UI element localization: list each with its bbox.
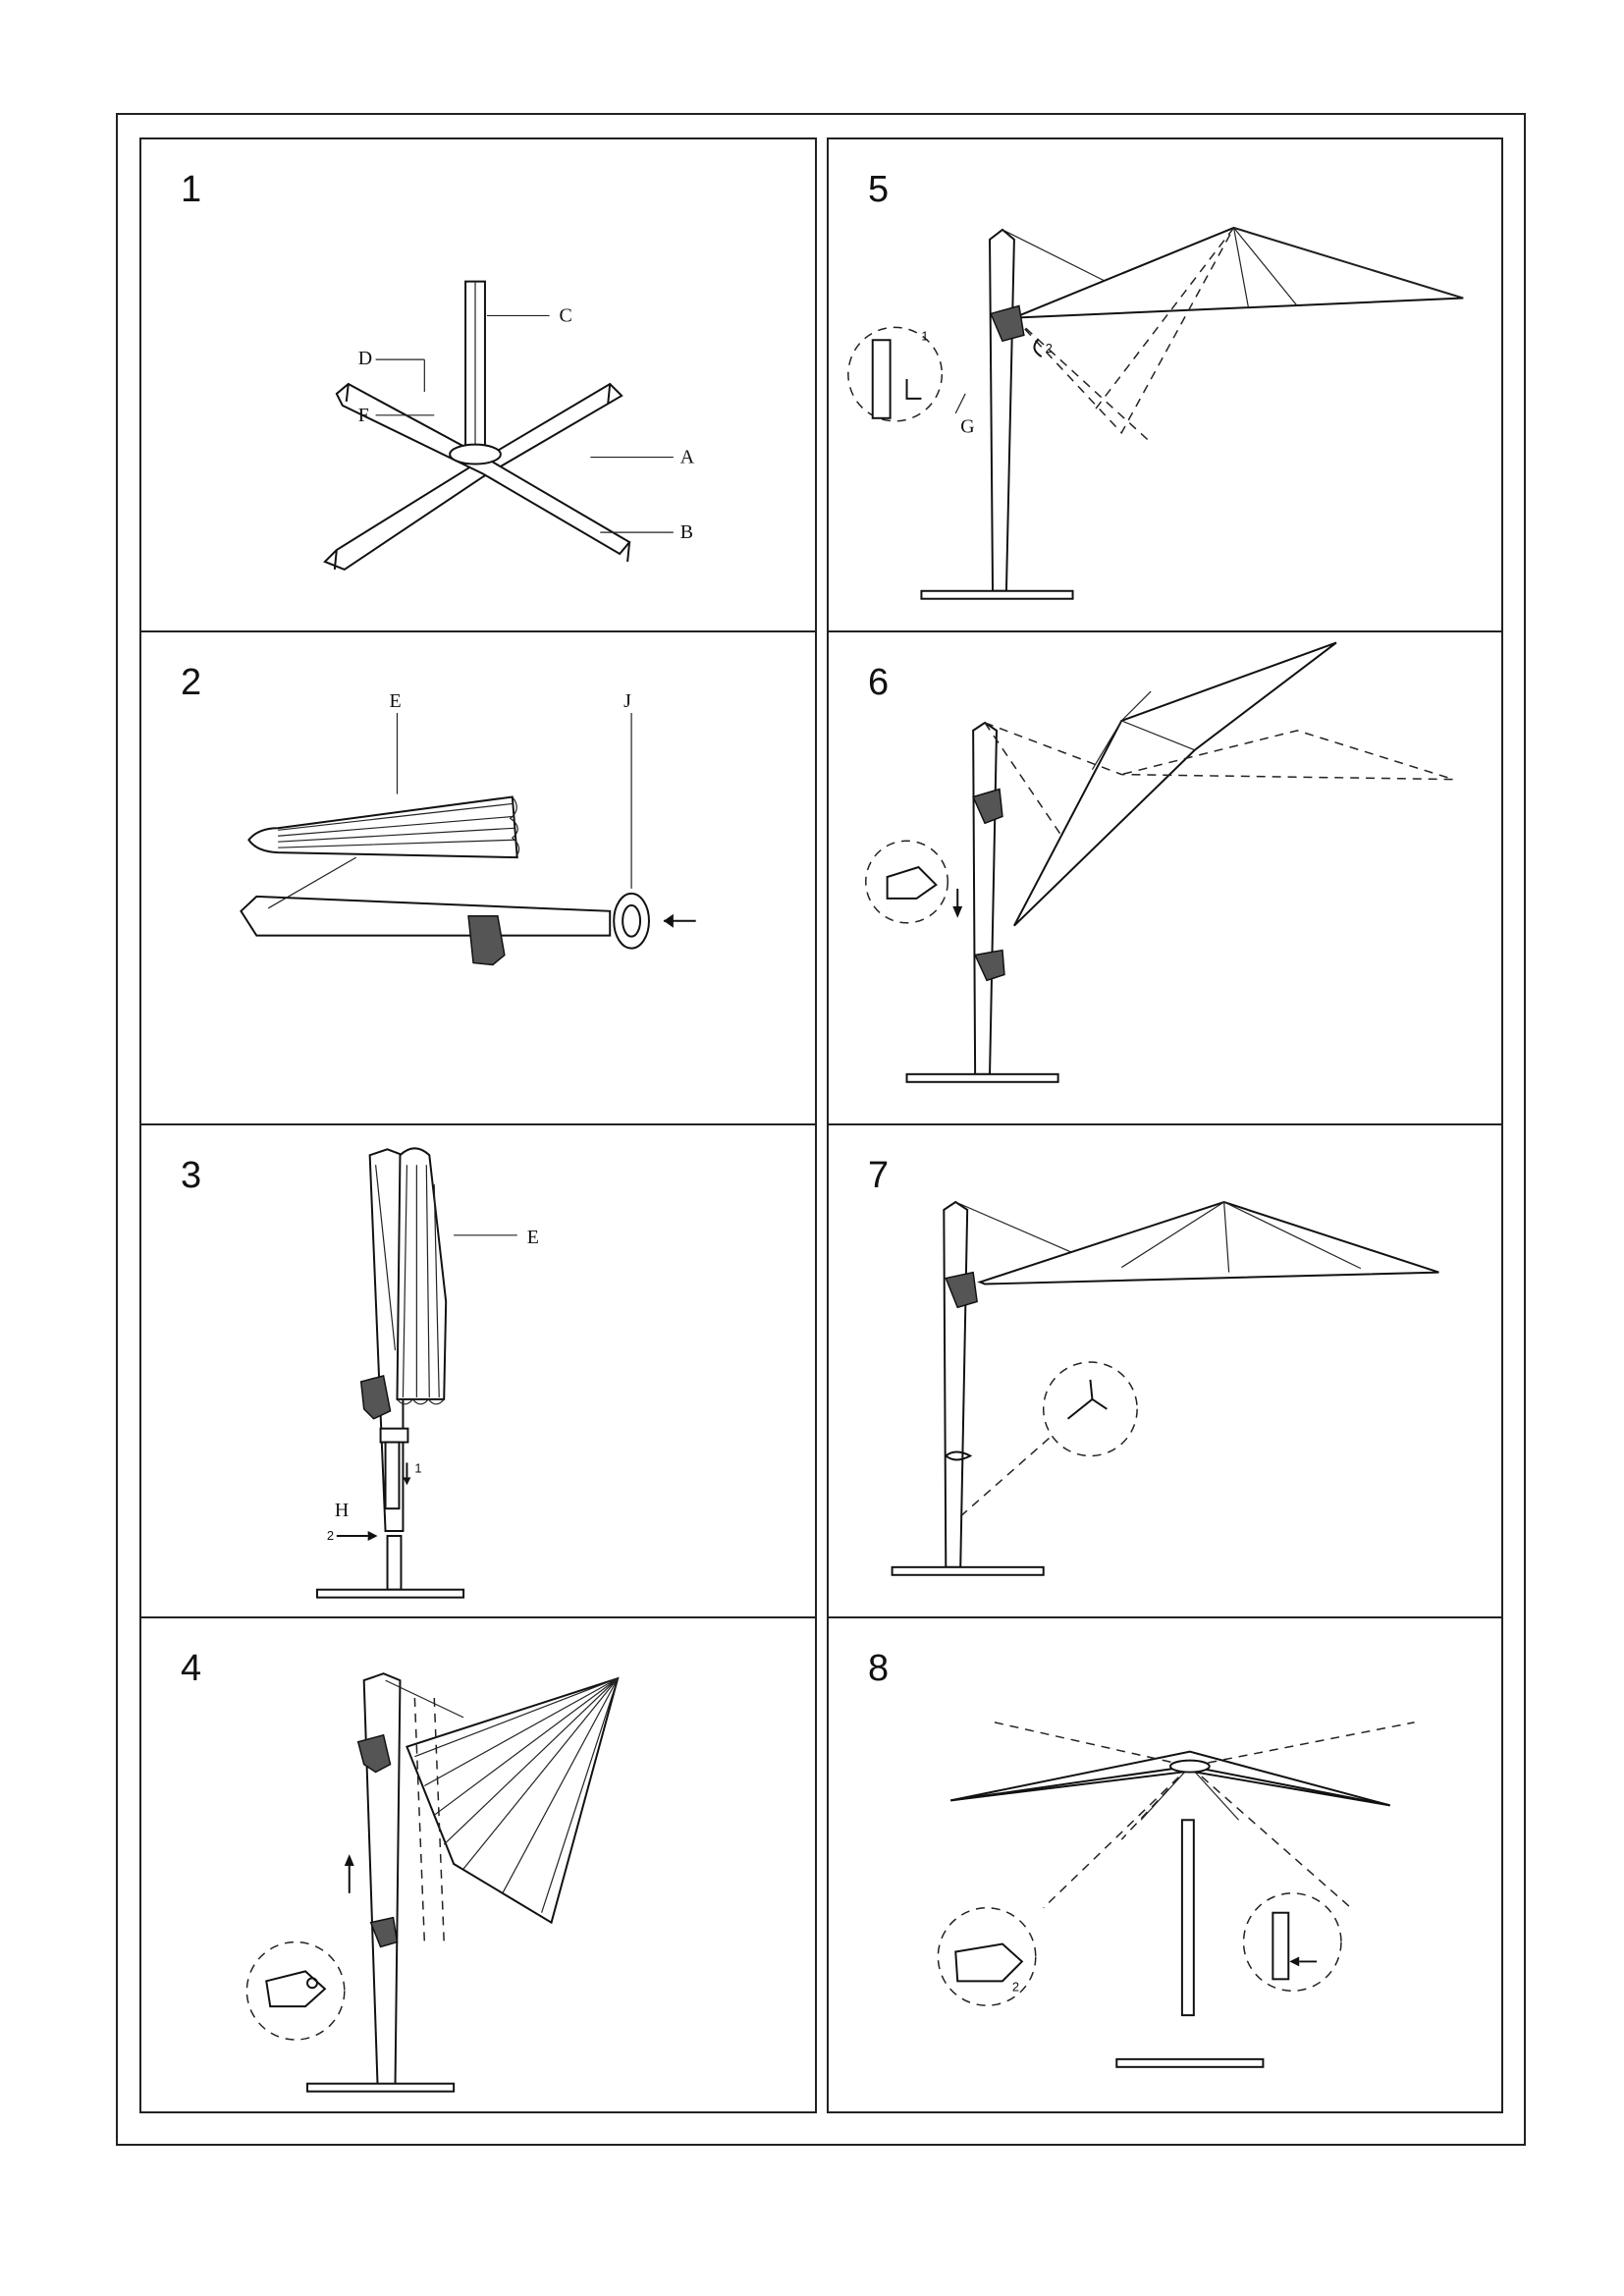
label-d: D [358, 348, 372, 369]
step-3-panel: 3 E H 2 1 [141, 1125, 815, 1618]
step-number: 2 [181, 662, 202, 703]
step-2-panel: 2 E J [141, 632, 815, 1125]
cross-base-illustration: C D F A B [323, 280, 695, 572]
step-number: 4 [181, 1648, 202, 1689]
step-number: 3 [181, 1155, 202, 1196]
step-4-panel: 4 [141, 1618, 815, 2115]
step-7-panel: 7 [829, 1125, 1501, 1618]
step-1-panel: 1 C D F A B [141, 139, 815, 632]
right-column: 5 1 2 G 6 [827, 137, 1503, 2113]
label-a: A [680, 447, 695, 468]
step-number: 8 [868, 1648, 890, 1689]
label-h: H [335, 1500, 349, 1521]
label-e: E [390, 690, 402, 712]
step-number: 5 [868, 169, 890, 210]
label-c: C [560, 304, 572, 326]
step-6-panel: 6 [829, 632, 1501, 1125]
label-b: B [680, 521, 693, 543]
rotate-umbrella-illustration: 2 [937, 1722, 1415, 2068]
mount-arm-illustration: E H 2 1 [315, 1147, 539, 1599]
label-g: G [960, 416, 974, 438]
label-2: 2 [1012, 1979, 1019, 1994]
label-1: 1 [921, 328, 928, 343]
raise-canopy-illustration: 1 2 G [847, 226, 1464, 600]
label-e: E [527, 1227, 539, 1248]
canopy-arm-illustration: E J [240, 690, 696, 966]
step-number: 1 [181, 169, 202, 210]
page-frame [116, 113, 1526, 2146]
label-2: 2 [1046, 341, 1053, 355]
left-column: 1 C D F A B 2 [139, 137, 817, 2113]
step-5-panel: 5 1 2 G [829, 139, 1501, 632]
label-2: 2 [327, 1528, 334, 1543]
step-number: 7 [868, 1155, 890, 1196]
step-8-panel: 8 2 [829, 1618, 1501, 2115]
rotate-crank-illustration [891, 1200, 1439, 1576]
step-number: 6 [868, 662, 890, 703]
label-1: 1 [414, 1460, 421, 1475]
open-canopy-illustration [245, 1672, 620, 2093]
tilt-canopy-illustration [865, 641, 1454, 1083]
label-j: J [623, 690, 631, 712]
label-f: F [358, 405, 369, 426]
